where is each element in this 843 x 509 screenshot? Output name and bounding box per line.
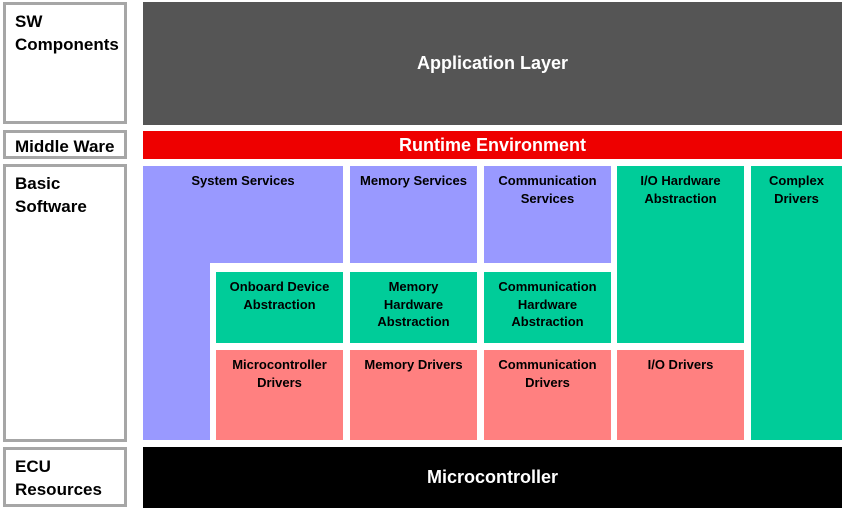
label-basic-software: Basic Software <box>3 164 127 442</box>
system-services-extension <box>143 263 210 440</box>
system-services: System Services <box>143 166 343 263</box>
label-ecu-resources-line2: Resources <box>15 480 102 499</box>
communication-hardware-abstraction: Communication Hardware Abstraction <box>484 272 611 343</box>
onboard-device-abstraction-label: Onboard Device Abstraction <box>229 279 330 312</box>
label-sw-components-line2: Components <box>15 35 119 54</box>
io-hardware-abstraction-label: I/O Hardware Abstraction <box>640 173 721 206</box>
system-services-label: System Services <box>191 173 295 188</box>
onboard-device-abstraction: Onboard Device Abstraction <box>216 272 343 343</box>
memory-services: Memory Services <box>350 166 477 263</box>
memory-drivers-label: Memory Drivers <box>364 357 463 372</box>
memory-hardware-abstraction: Memory Hardware Abstraction <box>350 272 477 343</box>
microcontroller-layer-label: Microcontroller <box>426 467 559 487</box>
communication-services-label: Communication Services <box>498 173 597 206</box>
label-sw-components: SW Components <box>3 2 127 124</box>
label-ecu-resources: ECU Resources <box>3 447 127 507</box>
label-middle-ware: Middle Ware <box>3 130 127 159</box>
communication-services: Communication Services <box>484 166 611 263</box>
io-drivers-label: I/O Drivers <box>647 357 714 372</box>
memory-hardware-abstraction-label: Memory Hardware Abstraction <box>377 279 450 329</box>
communication-hardware-abstraction-label: Communication Hardware Abstraction <box>498 279 597 329</box>
complex-drivers-label: Complex Drivers <box>769 173 824 206</box>
microcontroller-drivers-label: Microcontroller Drivers <box>232 357 327 390</box>
application-layer-label: Application Layer <box>416 53 569 73</box>
microcontroller-drivers: Microcontroller Drivers <box>216 350 343 440</box>
complex-drivers: Complex Drivers <box>751 166 842 440</box>
label-basic-software-line2: Software <box>15 197 87 216</box>
application-layer: Application Layer <box>143 2 842 125</box>
memory-drivers: Memory Drivers <box>350 350 477 440</box>
io-drivers: I/O Drivers <box>617 350 744 440</box>
label-middle-ware-text: Middle Ware <box>15 137 115 156</box>
label-basic-software-line1: Basic <box>15 174 61 193</box>
runtime-environment: Runtime Environment <box>143 131 842 159</box>
communication-drivers: Communication Drivers <box>484 350 611 440</box>
label-ecu-resources-line1: ECU <box>15 457 51 476</box>
microcontroller-layer: Microcontroller <box>143 447 842 508</box>
io-hardware-abstraction: I/O Hardware Abstraction <box>617 166 744 343</box>
runtime-environment-label: Runtime Environment <box>398 134 586 155</box>
communication-drivers-label: Communication Drivers <box>498 357 597 390</box>
memory-services-label: Memory Services <box>360 173 467 188</box>
label-sw-components-line1: SW <box>15 12 43 31</box>
